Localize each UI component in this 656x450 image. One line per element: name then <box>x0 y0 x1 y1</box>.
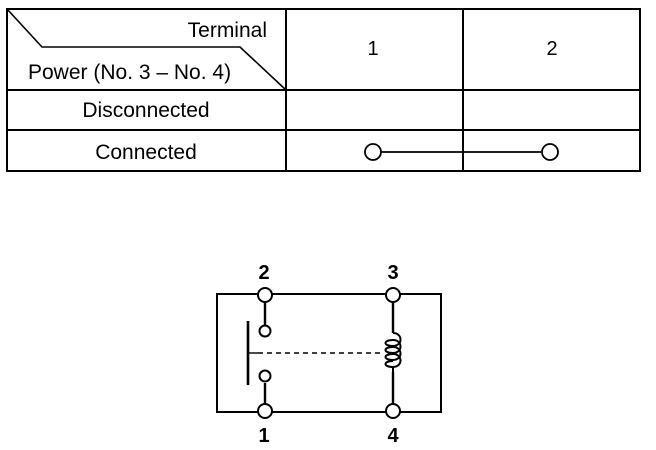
row-label-disconnected: Disconnected <box>82 99 209 122</box>
terminal-label-3: 3 <box>387 262 398 284</box>
relay-circuit: 2 3 1 4 <box>216 262 442 447</box>
header-diagonal-line <box>6 8 287 91</box>
terminal-table <box>6 8 641 172</box>
continuity-node-terminal-1 <box>364 143 382 161</box>
terminal-label-2: 2 <box>258 262 269 284</box>
row-label-connected: Connected <box>95 141 197 164</box>
column-header-1: 1 <box>367 38 378 60</box>
relay-coil <box>384 332 402 372</box>
terminal-node-1 <box>257 403 273 419</box>
continuity-node-terminal-2 <box>541 143 559 161</box>
terminal-label-4: 4 <box>387 425 399 447</box>
terminal-label-1: 1 <box>258 425 269 447</box>
terminal-node-4 <box>385 403 401 419</box>
switch-contact-upper <box>258 324 272 338</box>
continuity-indicator <box>364 143 559 161</box>
header-terminal-label: Terminal <box>188 19 267 42</box>
relay-case-outline <box>216 293 442 413</box>
terminal-node-3 <box>385 287 401 303</box>
column-header-2: 2 <box>546 38 557 60</box>
switch-contact-lower <box>258 369 272 383</box>
terminal-node-2 <box>257 287 273 303</box>
header-power-label: Power (No. 3 – No. 4) <box>28 61 231 84</box>
